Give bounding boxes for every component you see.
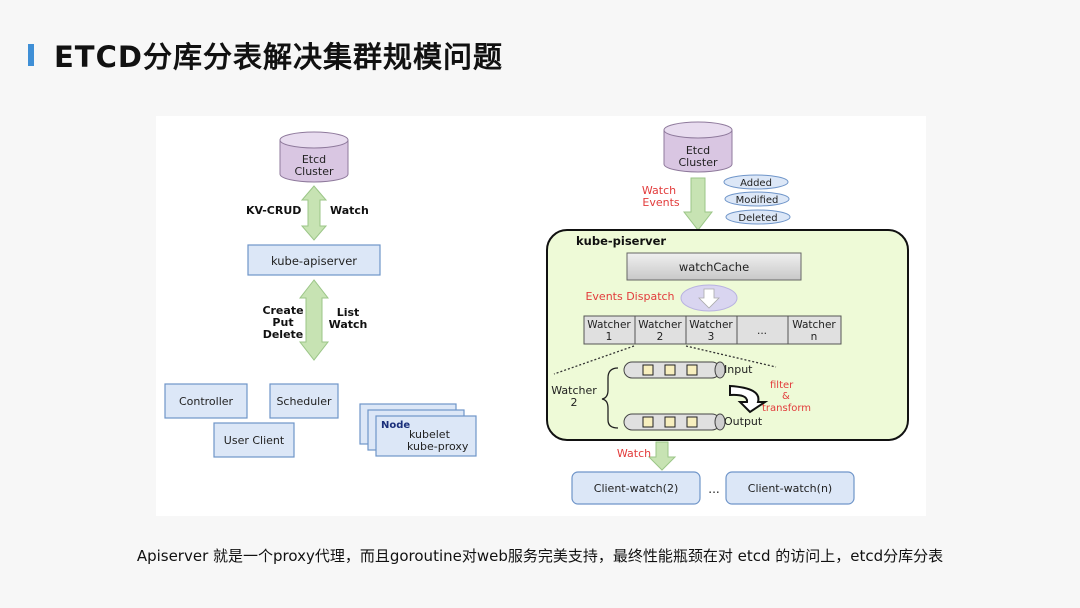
watcher2-brace xyxy=(601,367,619,429)
left-arrow-apiserver-clients xyxy=(298,279,330,361)
watch-cache-box xyxy=(626,252,802,281)
output-label: Output xyxy=(724,415,763,428)
watch-to-clients-label: Watch xyxy=(617,447,651,460)
client-watch-n-box xyxy=(725,471,855,505)
watcher-cell-ellipsis xyxy=(736,315,789,345)
slide-title: ETCD分库分表解决集群规模问题 xyxy=(54,40,503,74)
watcher-n-number: n xyxy=(811,331,818,343)
modified-badge xyxy=(724,191,790,207)
right-etcd-label-2: Cluster xyxy=(678,156,718,169)
title-accent-bar xyxy=(28,44,34,66)
watcher-cell-1 xyxy=(583,315,636,345)
slide-caption: Apiserver 就是一个proxy代理，而且goroutine对web服务完… xyxy=(136,547,944,565)
delete-label: Delete xyxy=(263,328,304,341)
kv-crud-label: KV-CRUD xyxy=(246,204,301,217)
watch-events-label-2: Events xyxy=(642,196,680,209)
watcher-ellipsis-label: ... xyxy=(757,325,767,337)
watcher-row: Watcher 1 Watcher 2 Watcher 3 ... Watche… xyxy=(583,315,842,345)
filter-label: filter xyxy=(770,380,794,391)
watcher-cell-3 xyxy=(685,315,738,345)
list-watch-label: Watch xyxy=(329,318,368,331)
list-label: List xyxy=(337,306,360,319)
watcher-n-label: Watcher xyxy=(792,319,836,331)
kube-apiserver-label: kube-apiserver xyxy=(271,254,357,268)
left-watch-label: Watch xyxy=(330,204,369,217)
watcher-1-label: Watcher xyxy=(587,319,631,331)
client-watch-n-label: Client-watch(n) xyxy=(748,482,832,495)
filter-transform-arrow xyxy=(729,384,769,414)
scheduler-box xyxy=(269,383,339,419)
controller-box xyxy=(164,383,248,419)
architecture-diagram: Etcd Cluster KV-CRUD Watch kube-apiserve… xyxy=(164,121,909,505)
watcher-1-number: 1 xyxy=(606,331,613,343)
right-etcd-cylinder: Etcd Cluster xyxy=(663,121,733,173)
scheduler-label: Scheduler xyxy=(276,395,332,408)
events-dispatch-label: Events Dispatch xyxy=(585,290,674,303)
node-stack: Node kubelet kube-proxy xyxy=(359,403,477,457)
amp-label: & xyxy=(782,391,790,402)
left-etcd-label-2: Cluster xyxy=(294,165,334,178)
watcher-3-number: 3 xyxy=(708,331,715,343)
left-etcd-cylinder: Etcd Cluster xyxy=(279,131,349,183)
watch-events-label-1: Watch xyxy=(642,184,676,197)
watcher-2-label: Watcher xyxy=(638,319,682,331)
create-label: Create xyxy=(262,304,303,317)
kube-proxy-label: kube-proxy xyxy=(407,440,469,453)
put-label: Put xyxy=(272,316,293,329)
watch-events-arrow xyxy=(682,177,714,231)
transform-label: transform xyxy=(762,403,811,414)
zoom-line-right xyxy=(685,345,777,368)
added-badge xyxy=(723,174,789,190)
watcher2-detail-number: 2 xyxy=(571,396,578,409)
architecture-figure: Etcd Cluster KV-CRUD Watch kube-apiserve… xyxy=(156,116,926,516)
right-etcd-label-1: Etcd xyxy=(686,144,710,157)
kubelet-label: kubelet xyxy=(409,428,451,441)
input-label: Input xyxy=(724,363,753,376)
clients-ellipsis: ... xyxy=(708,482,719,496)
watch-cache-label: watchCache xyxy=(679,260,749,274)
client-watch-2-box xyxy=(571,471,701,505)
left-arrow-etcd-apiserver xyxy=(300,185,328,241)
server-label: kube-piserver xyxy=(576,234,666,248)
modified-label: Modified xyxy=(736,195,779,206)
deleted-label: Deleted xyxy=(738,213,777,224)
watch-to-clients-arrow xyxy=(647,441,677,471)
watcher-2-number: 2 xyxy=(657,331,664,343)
added-label: Added xyxy=(740,178,772,189)
watcher2-detail-label: Watcher xyxy=(551,384,597,397)
watcher-3-label: Watcher xyxy=(689,319,733,331)
user-client-box xyxy=(213,422,295,458)
node-label: Node xyxy=(381,420,410,431)
deleted-badge xyxy=(725,209,791,225)
controller-label: Controller xyxy=(179,395,234,408)
user-client-label: User Client xyxy=(224,434,285,447)
watcher-cell-n xyxy=(787,315,842,345)
input-channel xyxy=(623,361,726,379)
dispatch-arrow xyxy=(698,288,720,309)
output-channel xyxy=(623,413,726,431)
left-etcd-label-1: Etcd xyxy=(302,153,326,166)
client-watch-2-label: Client-watch(2) xyxy=(594,482,678,495)
kube-apiserver-box xyxy=(247,244,381,276)
